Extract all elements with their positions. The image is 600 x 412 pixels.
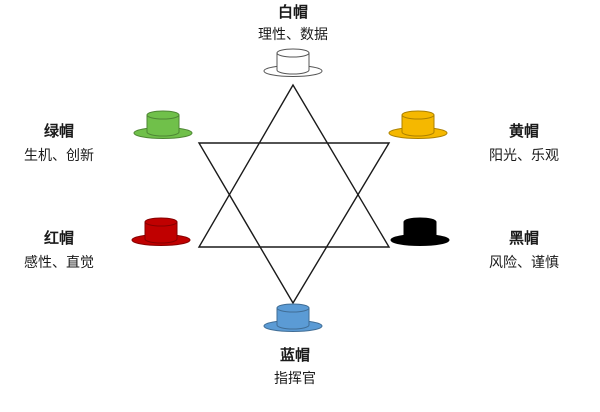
red-hat-desc: 感性、直觉 (24, 254, 94, 271)
downward-triangle (197, 142, 391, 305)
black-hat-top (403, 217, 437, 227)
yellow-hat-crown (401, 114, 435, 137)
label-white: 白帽 理性、数据 (258, 3, 328, 43)
white-hat-top (276, 48, 310, 58)
red-hat-top (144, 217, 178, 227)
white-hat-icon (263, 48, 323, 77)
blue-hat-icon (263, 303, 323, 332)
black-hat-name: 黑帽 (509, 229, 539, 247)
hexagram (197, 83, 391, 305)
green-hat-top (146, 110, 180, 120)
red-hat-crown (144, 221, 178, 244)
white-hat-name: 白帽 (278, 3, 308, 21)
red-hat-icon (131, 217, 191, 246)
label-blue: 蓝帽 指挥官 (274, 346, 316, 387)
blue-hat-crown (276, 307, 310, 330)
blue-hat-name: 蓝帽 (280, 346, 310, 364)
upward-triangle (197, 83, 391, 248)
black-hat-icon (390, 217, 450, 246)
yellow-hat-desc: 阳光、乐观 (489, 148, 559, 164)
yellow-hat-icon (388, 110, 448, 139)
white-hat-crown (276, 52, 310, 75)
label-green: 绿帽 生机、创新 (24, 122, 94, 164)
black-hat-desc: 风险、谨慎 (489, 255, 559, 271)
white-hat-desc: 理性、数据 (258, 27, 328, 43)
green-hat-icon (133, 110, 193, 139)
yellow-hat-top (401, 110, 435, 120)
black-hat-crown (403, 221, 437, 244)
green-hat-name: 绿帽 (44, 122, 74, 140)
yellow-hat-name: 黄帽 (509, 122, 539, 140)
blue-hat-top (276, 303, 310, 313)
label-black: 黑帽 风险、谨慎 (489, 229, 559, 271)
label-yellow: 黄帽 阳光、乐观 (489, 122, 559, 164)
label-red: 红帽 感性、直觉 (24, 229, 94, 271)
hats (131, 48, 450, 332)
green-hat-desc: 生机、创新 (24, 148, 94, 164)
blue-hat-desc: 指挥官 (274, 371, 316, 387)
green-hat-crown (146, 114, 180, 137)
red-hat-name: 红帽 (44, 229, 74, 247)
